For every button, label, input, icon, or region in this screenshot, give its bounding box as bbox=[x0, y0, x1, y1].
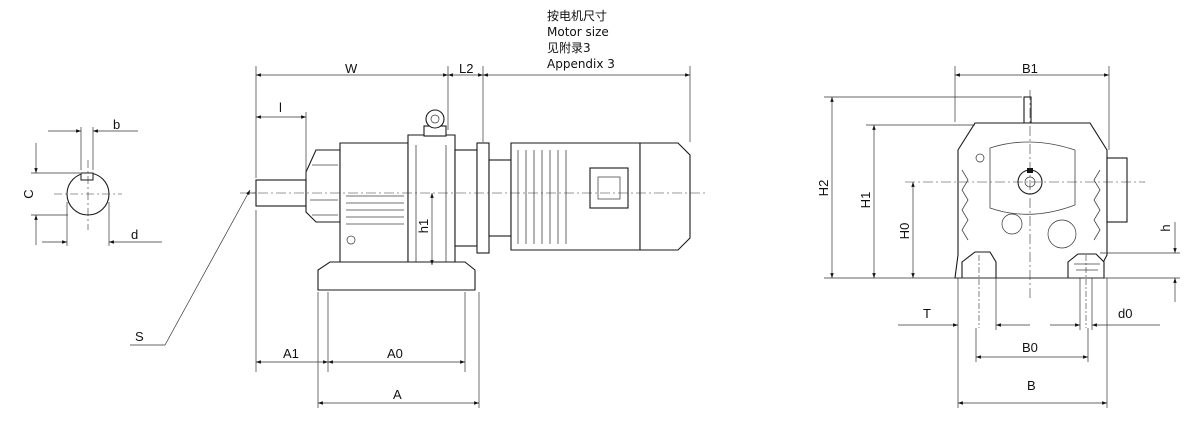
side-view: W L2 l h1 S A1 A0 A bbox=[130, 61, 705, 408]
motor-size-note: 按电机尺寸 Motor size 见附录3 Appendix 3 bbox=[547, 9, 615, 71]
dim-label-b-end: B bbox=[1027, 378, 1036, 393]
dim-label-a0: A0 bbox=[387, 346, 403, 361]
note-line-1: 按电机尺寸 bbox=[547, 9, 607, 23]
dim-label-b0: B0 bbox=[1022, 340, 1038, 355]
dim-label-h2: H2 bbox=[816, 180, 831, 197]
dim-label-h1: h1 bbox=[416, 219, 431, 233]
dim-label-c: C bbox=[21, 189, 36, 198]
dim-label-a1: A1 bbox=[283, 346, 299, 361]
dim-label-s: S bbox=[135, 329, 144, 344]
dim-label-t: T bbox=[923, 306, 931, 321]
dim-label-d: d bbox=[131, 227, 138, 242]
dim-label-l2: L2 bbox=[459, 61, 473, 76]
dim-label-h0: H0 bbox=[897, 223, 912, 240]
dim-label-b1: B1 bbox=[1022, 61, 1038, 76]
note-line-4: Appendix 3 bbox=[547, 57, 615, 71]
shaft-section-view: b C d bbox=[21, 117, 162, 246]
dim-label-d0: d0 bbox=[1118, 306, 1132, 321]
dim-label-w: W bbox=[345, 61, 358, 76]
dim-label-h1-end: H1 bbox=[858, 192, 873, 209]
dim-label-h: h bbox=[1158, 224, 1173, 231]
end-view: B1 H2 H1 H0 h T d0 B0 B bbox=[816, 61, 1180, 408]
dim-label-a: A bbox=[393, 387, 402, 402]
dim-label-l: l bbox=[279, 100, 282, 115]
note-line-2: Motor size bbox=[547, 25, 609, 39]
note-line-3: 见附录3 bbox=[547, 41, 591, 55]
dim-label-b: b bbox=[113, 117, 120, 132]
